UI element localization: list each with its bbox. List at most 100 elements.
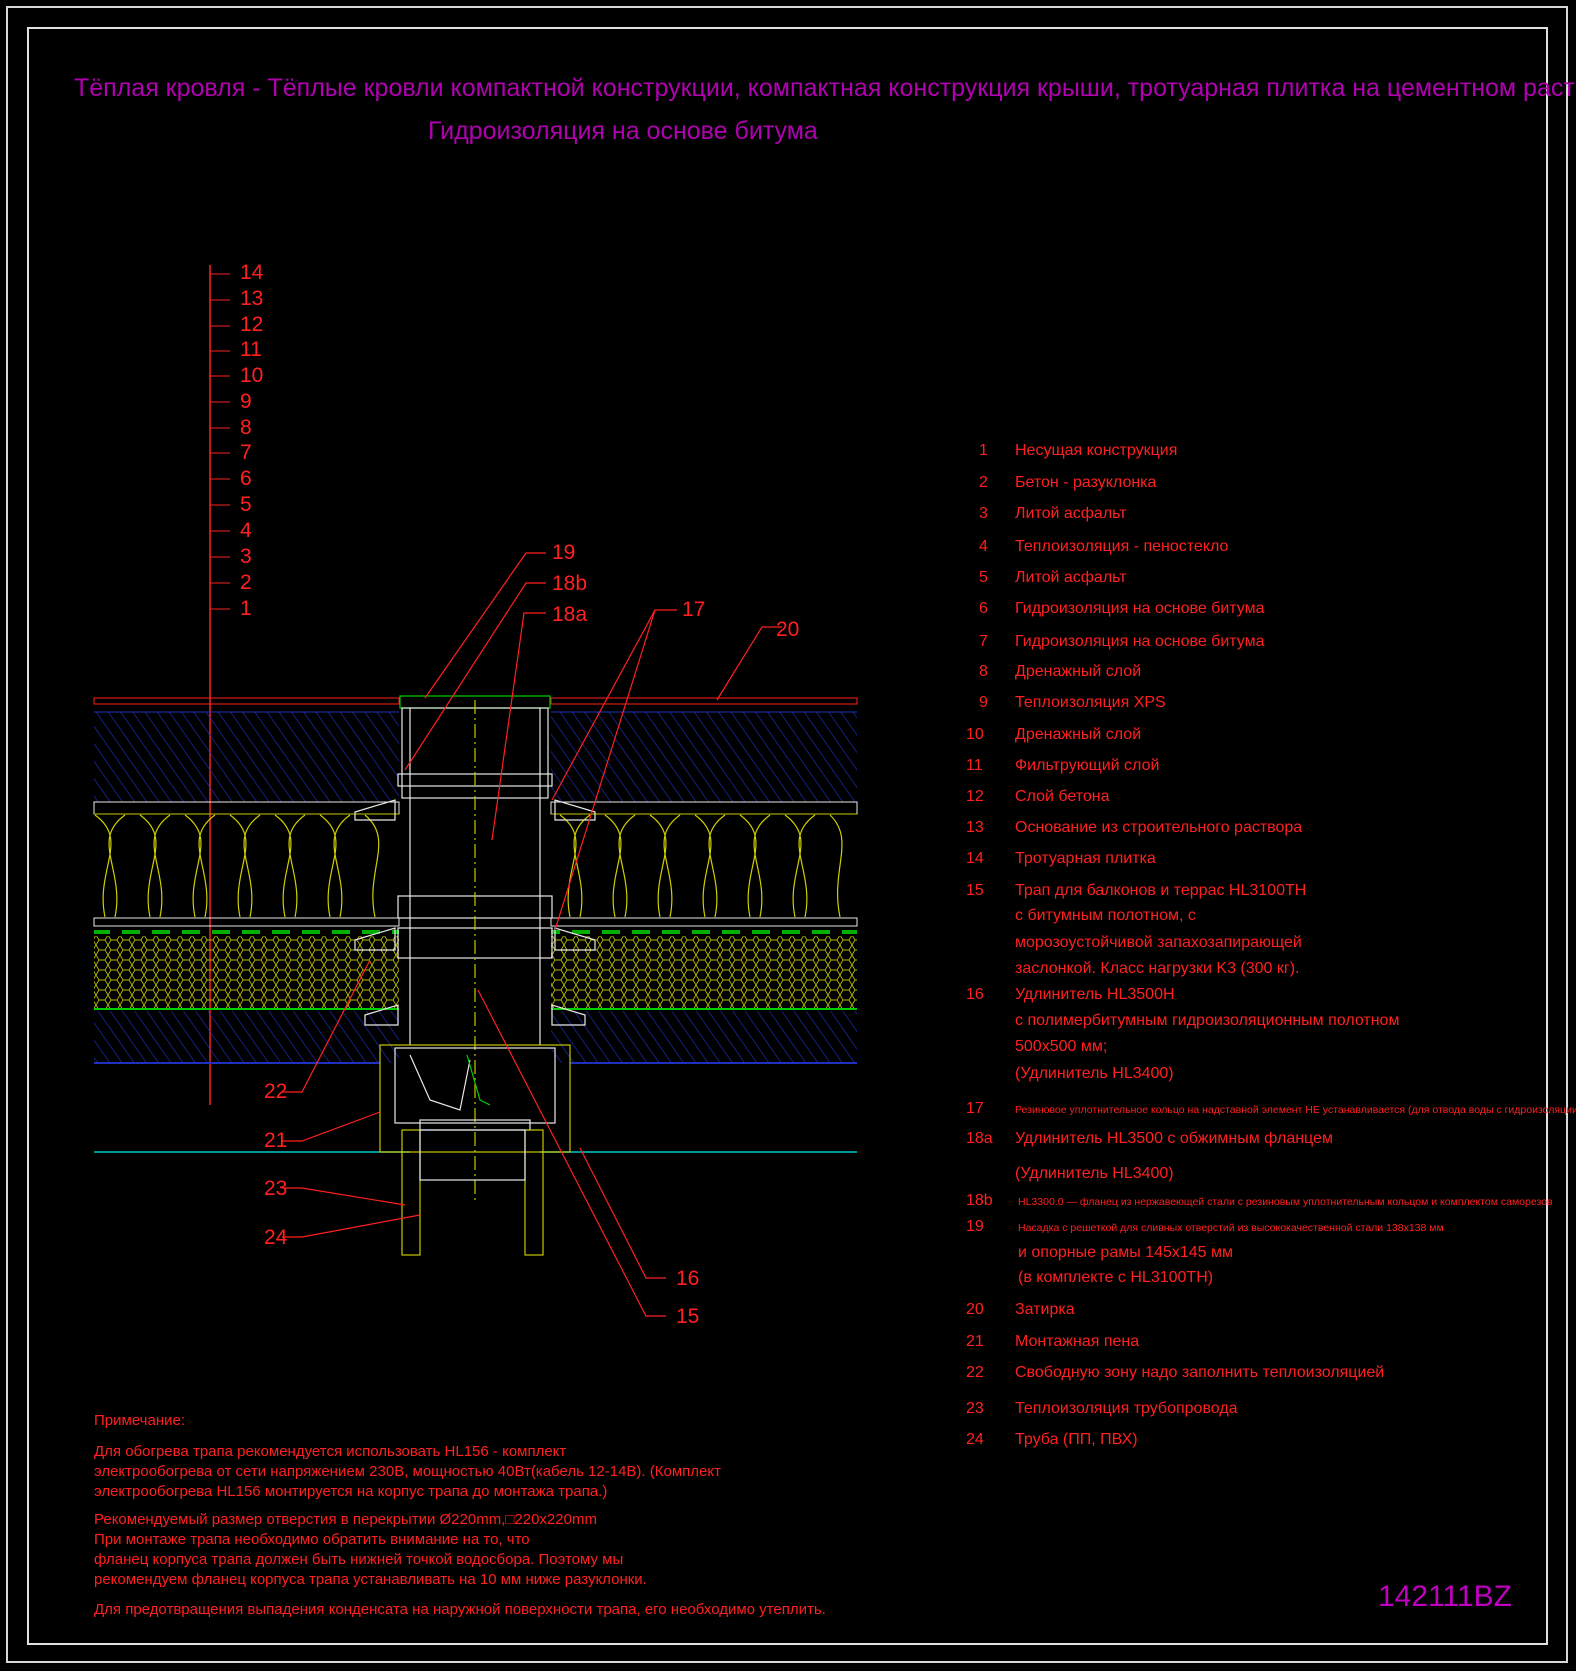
legend-text: Гидроизоляция на основе битума — [1015, 600, 1265, 617]
legend-num: 18b — [966, 1192, 993, 1209]
notes-heading: Примечание: — [94, 1412, 185, 1429]
legend-num: 17 — [966, 1100, 984, 1117]
scale-label: 2 — [240, 571, 252, 594]
scale-label: 9 — [240, 390, 252, 413]
notes-line: электрообогрева HL156 монтируется на кор… — [94, 1483, 608, 1500]
scale-label: 6 — [240, 467, 252, 490]
legend-text: Монтажная пена — [1015, 1333, 1140, 1350]
legend-text: Затирка — [1015, 1301, 1075, 1318]
callout-21: 21 — [264, 1129, 288, 1152]
legend-text: морозоустойчивой запахозапирающей — [1015, 934, 1302, 951]
legend-num: 18a — [966, 1130, 993, 1147]
notes-line: Рекомендуемый размер отверстия в перекры… — [94, 1511, 597, 1528]
legend-num: 14 — [966, 850, 984, 867]
scale-label: 14 — [240, 261, 264, 284]
leader-lines — [282, 552, 782, 1317]
scale-label: 10 — [240, 364, 264, 387]
legend-text: (Удлинитель HL3400) — [1015, 1065, 1174, 1082]
legend-text: заслонкой. Класс нагрузки K3 (300 кг). — [1015, 960, 1300, 977]
legend-text: Свободную зону надо заполнить теплоизоля… — [1015, 1364, 1385, 1381]
callout-20: 20 — [776, 618, 800, 641]
legend-text: Слой бетона — [1015, 788, 1110, 805]
title-line-2: Гидроизоляция на основе битума — [428, 117, 818, 145]
legend-text: Фильтрующий слой — [1015, 757, 1160, 774]
notes-line: Для предотвращения выпадения конденсата … — [94, 1601, 826, 1618]
callout-24: 24 — [264, 1226, 288, 1249]
callout-23: 23 — [264, 1177, 288, 1200]
legend-num: 4 — [979, 538, 988, 555]
legend-num: 23 — [966, 1400, 984, 1417]
roof-layers — [93, 697, 858, 1153]
legend-text: Труба (ПП, ПВХ) — [1015, 1431, 1138, 1448]
legend-num: 6 — [979, 600, 988, 617]
scale-label: 4 — [240, 519, 252, 542]
legend-text: Бетон - разуклонка — [1015, 474, 1157, 491]
legend-num: 3 — [979, 505, 988, 522]
notes-line: рекомендуем фланец корпуса трапа устанав… — [94, 1571, 647, 1588]
scale-label: 8 — [240, 416, 252, 439]
legend-text: Теплоизоляция - пеностекло — [1015, 538, 1229, 555]
legend-num: 2 — [979, 474, 988, 491]
legend-num: 5 — [979, 569, 988, 586]
legend-text: Гидроизоляция на основе битума — [1015, 633, 1265, 650]
legend-num: 13 — [966, 819, 984, 836]
scale-label: 3 — [240, 545, 252, 568]
legend-text: Основание из строительного раствора — [1015, 819, 1303, 836]
scale-label: 5 — [240, 493, 252, 516]
legend-num: 19 — [966, 1218, 984, 1235]
callout-15: 15 — [676, 1305, 700, 1328]
callout-22: 22 — [264, 1080, 288, 1103]
scale-label: 13 — [240, 287, 264, 310]
notes-line: Для обогрева трапа рекомендуется использ… — [94, 1443, 567, 1460]
legend-text: Теплоизоляция трубопровода — [1015, 1400, 1238, 1417]
legend-text: Литой асфальт — [1015, 505, 1127, 522]
legend-num: 10 — [966, 726, 984, 743]
title-line-1: Тёплая кровля - Тёплые кровли компактной… — [74, 74, 1576, 102]
legend-num: 11 — [966, 757, 983, 774]
legend-text: Несущая конструкция — [1015, 442, 1178, 459]
notes-line: При монтаже трапа необходимо обратить вн… — [94, 1531, 530, 1548]
floor-drain — [354, 695, 596, 1256]
legend-text: 500x500 мм; — [1015, 1038, 1108, 1055]
notes-line: электрообогрева от сети напряжением 230В… — [94, 1463, 721, 1480]
legend-text: (в комплекте с HL3100TH) — [1018, 1269, 1214, 1286]
notes-line: фланец корпуса трапа должен быть нижней … — [94, 1551, 624, 1568]
legend-text: Дренажный слой — [1015, 663, 1142, 680]
legend-num: 12 — [966, 788, 984, 805]
legend-num: 24 — [966, 1431, 984, 1448]
legend-text: Насадка с решеткой для сливных отверстий… — [1018, 1222, 1444, 1234]
drawing-code: 142111BZ — [1378, 1580, 1512, 1613]
legend-text: Резиновое уплотнительное кольцо на надст… — [1015, 1104, 1576, 1116]
legend-num: 15 — [966, 882, 984, 899]
legend-text: Дренажный слой — [1015, 726, 1142, 743]
legend-num: 8 — [979, 663, 988, 680]
outer-frame — [6, 6, 1568, 1663]
legend-num: 7 — [979, 633, 988, 650]
legend-text: Трап для балконов и террас HL3100TH — [1015, 882, 1307, 899]
legend-text: Удлинитель HL3500 с обжимным фланцем — [1015, 1130, 1333, 1147]
legend-text: с битумным полотном, с — [1015, 907, 1196, 924]
legend-text: (Удлинитель HL3400) — [1015, 1165, 1174, 1182]
callout-18b: 18b — [552, 572, 588, 595]
legend-text: HL3300.0 — фланец из нержавеющей стали с… — [1018, 1196, 1553, 1208]
callout-17: 17 — [682, 598, 706, 621]
legend-text: Удлинитель HL3500H — [1015, 986, 1175, 1003]
legend-text: Литой асфальт — [1015, 569, 1127, 586]
legend-num: 9 — [979, 694, 988, 711]
callout-16: 16 — [676, 1267, 700, 1290]
callout-19: 19 — [552, 541, 576, 564]
callout-18a: 18a — [552, 603, 588, 626]
legend-text: и опорные рамы 145x145 мм — [1018, 1244, 1233, 1261]
legend-num: 22 — [966, 1364, 984, 1381]
legend-num: 1 — [979, 442, 988, 459]
legend-text: Теплоизоляция XPS — [1015, 694, 1166, 711]
scale-label: 1 — [240, 597, 252, 620]
legend-num: 21 — [966, 1333, 984, 1350]
scale-label: 11 — [240, 338, 262, 361]
legend-num: 20 — [966, 1301, 984, 1318]
scale-label: 12 — [240, 313, 264, 336]
legend-text: с полимербитумным гидроизоляционным поло… — [1015, 1012, 1400, 1029]
legend-num: 16 — [966, 986, 984, 1003]
inner-frame — [27, 27, 1548, 1645]
